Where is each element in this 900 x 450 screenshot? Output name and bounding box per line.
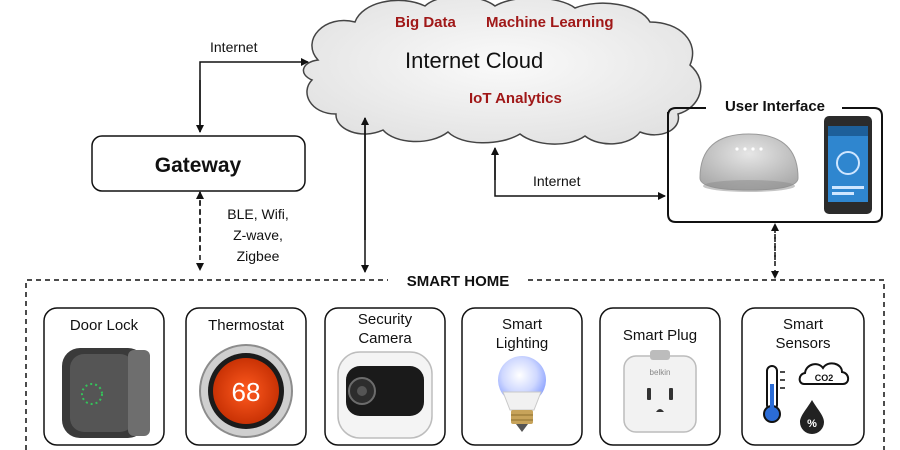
- camera-icon: [337, 351, 433, 439]
- humidity-drop-icon: %: [800, 400, 824, 434]
- cloud-tag-iot-analytics: IoT Analytics: [469, 90, 562, 107]
- gateway-internet-label: Internet: [210, 39, 258, 55]
- gateway-box: Gateway: [91, 135, 306, 192]
- user-interface-title: User Interface: [725, 98, 825, 115]
- device-label: Camera: [358, 330, 412, 347]
- co2-label: CO2: [815, 373, 834, 383]
- device-card-security-camera: Security Camera: [324, 307, 446, 446]
- thermometer-icon: [763, 365, 785, 423]
- smart-speaker-icon: [699, 133, 799, 192]
- device-card-thermostat: Thermostat 68: [185, 307, 307, 446]
- smart-home-title: SMART HOME: [407, 273, 510, 290]
- device-label: Lighting: [496, 335, 549, 352]
- device-card-smart-sensors: Smart Sensors CO2 %: [741, 307, 865, 446]
- smart-home-container: SMART HOME: [25, 273, 885, 450]
- device-label: Sensors: [775, 335, 830, 352]
- plug-icon: belkin: [623, 350, 697, 433]
- device-label: Smart: [502, 316, 543, 333]
- device-label: Security: [358, 311, 413, 328]
- gateway-protocols: BLE, Wifi, Z-wave, Zigbee: [227, 206, 288, 264]
- cloud-tag-big-data: Big Data: [395, 14, 457, 31]
- protocol-line-1: BLE, Wifi,: [227, 206, 288, 222]
- protocol-line-2: Z-wave,: [233, 227, 283, 243]
- device-label: Thermostat: [208, 317, 285, 334]
- connectors: [196, 58, 779, 279]
- thermostat-icon: 68: [199, 344, 293, 438]
- thermostat-reading: 68: [232, 377, 261, 407]
- bulb-icon: [498, 356, 546, 432]
- cloud-tag-machine-learning: Machine Learning: [486, 14, 614, 31]
- smartphone-icon: [824, 116, 872, 214]
- sensors-icon: CO2 %: [763, 362, 850, 434]
- device-label: Smart Plug: [623, 327, 697, 344]
- device-label: Door Lock: [70, 317, 139, 334]
- ui-internet-label: Internet: [533, 173, 581, 189]
- device-label: Smart: [783, 316, 824, 333]
- device-card-smart-lighting: Smart Lighting: [461, 307, 583, 446]
- user-interface-box: User Interface: [667, 98, 883, 223]
- plug-brand: belkin: [650, 368, 671, 377]
- protocol-line-3: Zigbee: [237, 248, 280, 264]
- humidity-label: %: [807, 418, 817, 430]
- co2-cloud-icon: CO2: [798, 362, 850, 385]
- cloud-shape: [302, 0, 702, 145]
- cloud-title: Internet Cloud: [405, 48, 543, 73]
- gateway-title: Gateway: [155, 154, 242, 177]
- internet-cloud: Big Data Machine Learning Internet Cloud…: [302, 0, 702, 145]
- door-lock-icon: [62, 348, 150, 438]
- device-card-smart-plug: Smart Plug belkin: [599, 307, 721, 446]
- gateway-cloud-link: [199, 58, 309, 132]
- device-card-door-lock: Door Lock: [43, 307, 165, 446]
